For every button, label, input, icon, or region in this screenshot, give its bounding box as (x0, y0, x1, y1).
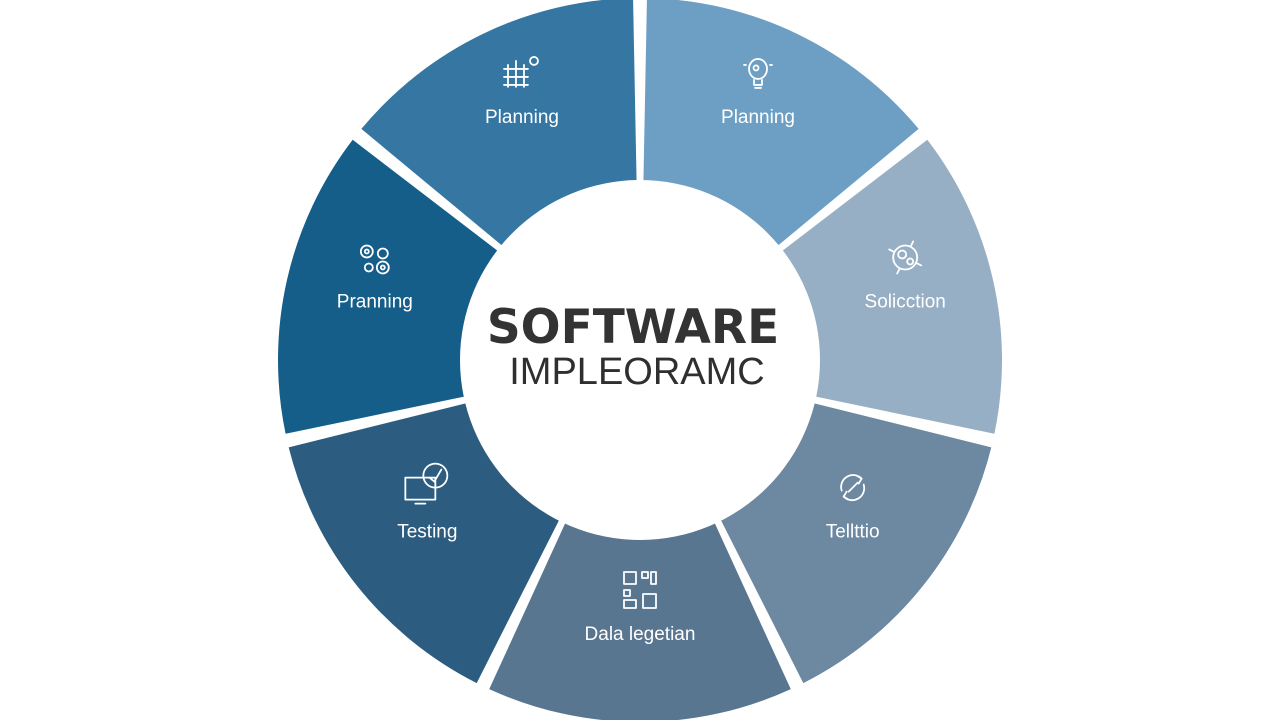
segment-label: Testing (397, 522, 457, 543)
segment-6-pranning (277, 139, 501, 434)
grid-blocks-icon (623, 571, 657, 609)
gears-icon (359, 244, 390, 275)
segment-3-tellttio (719, 402, 992, 684)
monitor-check-icon (404, 462, 449, 505)
checklist-icon (503, 56, 539, 88)
segment-label: Pranning (337, 291, 413, 312)
refresh-cycle-icon (840, 474, 866, 502)
segment-2-solicction (779, 139, 1002, 434)
gear-network-icon (888, 240, 923, 275)
center-circle (460, 180, 820, 540)
segment-label: Tellttio (826, 522, 880, 543)
segment-4-dala-legetian (489, 520, 791, 720)
segment-label: Solicction (865, 291, 946, 312)
segment-label: Dala legetian (585, 624, 696, 645)
segment-5-testing (288, 402, 561, 684)
lightbulb-icon (743, 58, 773, 89)
segment-1-planning (643, 0, 919, 248)
center-subtitle: IMPLEORAMC (509, 351, 764, 393)
center-title: SOFTWARE (487, 300, 779, 355)
segment-label: Planning (721, 107, 795, 128)
segment-7-planning (361, 0, 637, 248)
segment-label: Planning (485, 107, 559, 128)
